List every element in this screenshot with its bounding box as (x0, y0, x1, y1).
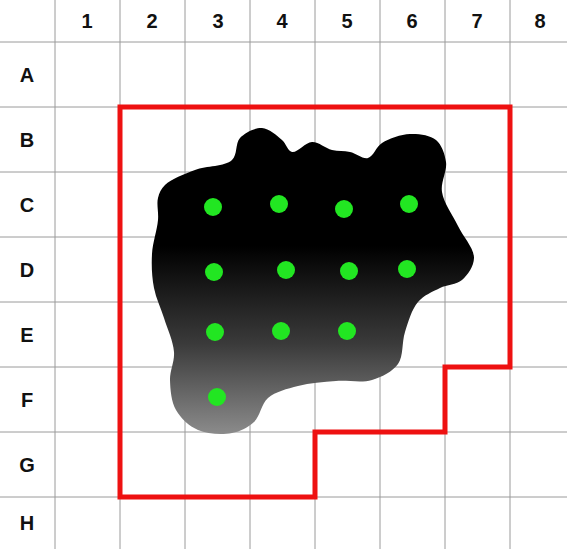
row-label: D (20, 260, 34, 280)
column-label: 7 (471, 11, 482, 31)
row-label: A (20, 65, 34, 85)
column-label: 4 (276, 11, 287, 31)
row-label: H (20, 513, 34, 533)
column-label: 8 (534, 11, 545, 31)
dark-blob (152, 128, 474, 434)
row-label: F (21, 390, 33, 410)
row-label: E (20, 325, 33, 345)
row-label: B (20, 130, 34, 150)
column-label: 2 (146, 11, 157, 31)
red-boundary (120, 107, 510, 497)
column-label: 3 (212, 11, 223, 31)
row-label: C (20, 195, 34, 215)
column-label: 6 (406, 11, 417, 31)
column-label: 5 (341, 11, 352, 31)
row-label: G (19, 455, 35, 475)
green-dots (204, 195, 418, 406)
column-label: 1 (81, 11, 92, 31)
